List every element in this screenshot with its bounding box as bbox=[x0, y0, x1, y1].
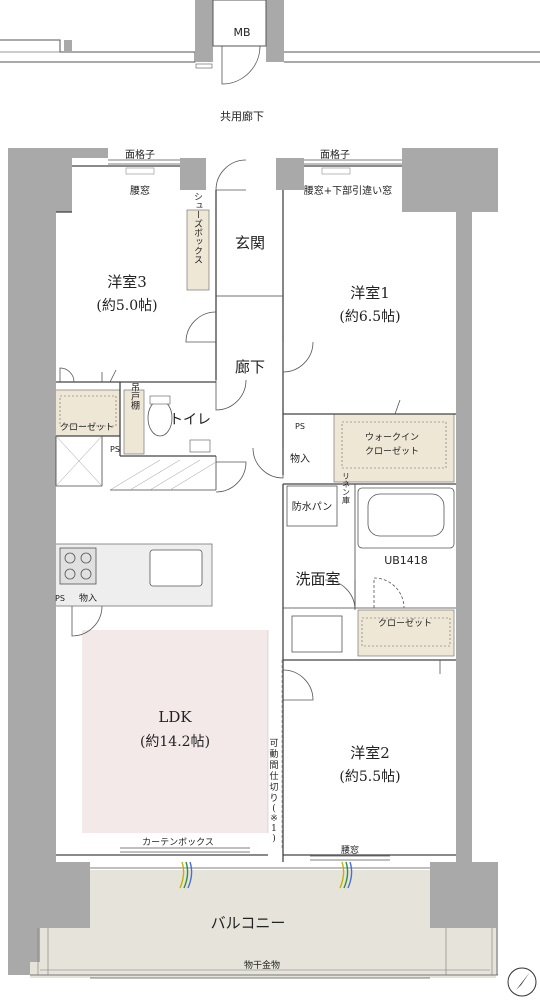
room3-name: 洋室3 bbox=[107, 273, 147, 291]
partition-char: り bbox=[269, 793, 278, 804]
waterproof-pan-label: 防水パン bbox=[292, 500, 333, 513]
wiring-marks bbox=[179, 861, 353, 889]
shoes-box bbox=[186, 209, 210, 291]
stove-icon bbox=[59, 547, 97, 585]
partition-char: 間 bbox=[269, 760, 278, 771]
partition-char: ※ bbox=[270, 814, 278, 824]
hanging-shelf-label: 吊戸棚 bbox=[129, 382, 140, 410]
closet2-label: クローゼット bbox=[378, 617, 432, 629]
ldk-area bbox=[82, 630, 268, 833]
shoes-box-label: シューズボックス bbox=[192, 192, 203, 264]
senmen-label: 洗面室 bbox=[295, 570, 340, 588]
room3-size: (約5.0帖) bbox=[96, 298, 157, 314]
ps-right-label: PS bbox=[295, 422, 305, 431]
waterproof-pan-box bbox=[286, 485, 338, 527]
hatched-area bbox=[55, 435, 217, 491]
wall-stub bbox=[64, 40, 72, 52]
partition-char: 切 bbox=[269, 782, 278, 793]
mb-wall-left bbox=[195, 0, 213, 62]
vanity-sink bbox=[291, 615, 343, 653]
balcony-area bbox=[90, 870, 430, 978]
meter-box-area: MB 共用廊下 bbox=[0, 0, 540, 123]
partition-char: ) bbox=[272, 833, 276, 844]
partition-char: 動 bbox=[269, 749, 278, 760]
partition-char: 仕 bbox=[269, 770, 278, 782]
genkan-label: 玄関 bbox=[235, 234, 265, 252]
right-grille-label: 面格子 bbox=[320, 148, 350, 161]
ps-kitchen-label: PS bbox=[55, 594, 65, 603]
north-compass-icon bbox=[507, 967, 537, 997]
room1-size: (約6.5帖) bbox=[339, 309, 400, 325]
kitchen-sink-icon bbox=[149, 549, 203, 587]
laundry-hardware-label: 物干金物 bbox=[244, 959, 280, 971]
corridor-label: 共用廊下 bbox=[220, 109, 264, 123]
hanging-shelf bbox=[123, 389, 145, 455]
storage-kitchen-label: 物入 bbox=[79, 592, 97, 604]
bathtub-icon bbox=[367, 493, 445, 537]
partition-char: ( bbox=[272, 803, 276, 814]
walkin-label-1: ウォークイン bbox=[365, 432, 419, 443]
mb-wall-right bbox=[266, 0, 284, 62]
storage-hall-label: 物入 bbox=[290, 452, 310, 465]
exterior-walls bbox=[8, 148, 498, 975]
right-window-label: 腰窓+下部引違い窓 bbox=[304, 184, 392, 197]
balcony-railing bbox=[37, 928, 493, 975]
linen-label: リネン庫 bbox=[342, 472, 351, 505]
partition-char: 可 bbox=[269, 738, 278, 749]
left-window-label: 腰窓 bbox=[130, 184, 150, 197]
mb-label: MB bbox=[233, 26, 250, 39]
walkin-closet bbox=[333, 413, 455, 483]
ldk-size: (約14.2帖) bbox=[140, 734, 210, 750]
room2-size: (約5.5帖) bbox=[339, 769, 400, 785]
movable-partition-label: 可 動 間 仕 切 り ( ※ 1 ) bbox=[269, 738, 278, 844]
room1-name: 洋室1 bbox=[350, 284, 390, 302]
windows bbox=[30, 159, 498, 979]
closet-2 bbox=[357, 609, 455, 657]
ub-label: UB1418 bbox=[384, 554, 428, 567]
ldk-name: LDK bbox=[158, 708, 192, 726]
interior-walls bbox=[55, 165, 456, 862]
partition-char: 1 bbox=[271, 824, 277, 834]
ldk-side-window-label: 腰窓 bbox=[341, 844, 359, 856]
walkin-label-2: クローゼット bbox=[365, 445, 419, 457]
ps-left-label: PS bbox=[110, 445, 120, 454]
curtain-box-label: カーテンボックス bbox=[142, 837, 214, 848]
mb-door bbox=[221, 45, 261, 85]
room2-name: 洋室2 bbox=[350, 744, 390, 762]
doors bbox=[59, 159, 441, 701]
balcony-label: バルコニー bbox=[211, 914, 286, 932]
closet3-label: クローゼット bbox=[60, 421, 114, 433]
toilet-label: トイレ bbox=[169, 412, 211, 428]
rouka-label: 廊下 bbox=[235, 358, 265, 376]
left-grille-label: 面格子 bbox=[125, 148, 155, 161]
meter-box bbox=[212, 0, 267, 47]
